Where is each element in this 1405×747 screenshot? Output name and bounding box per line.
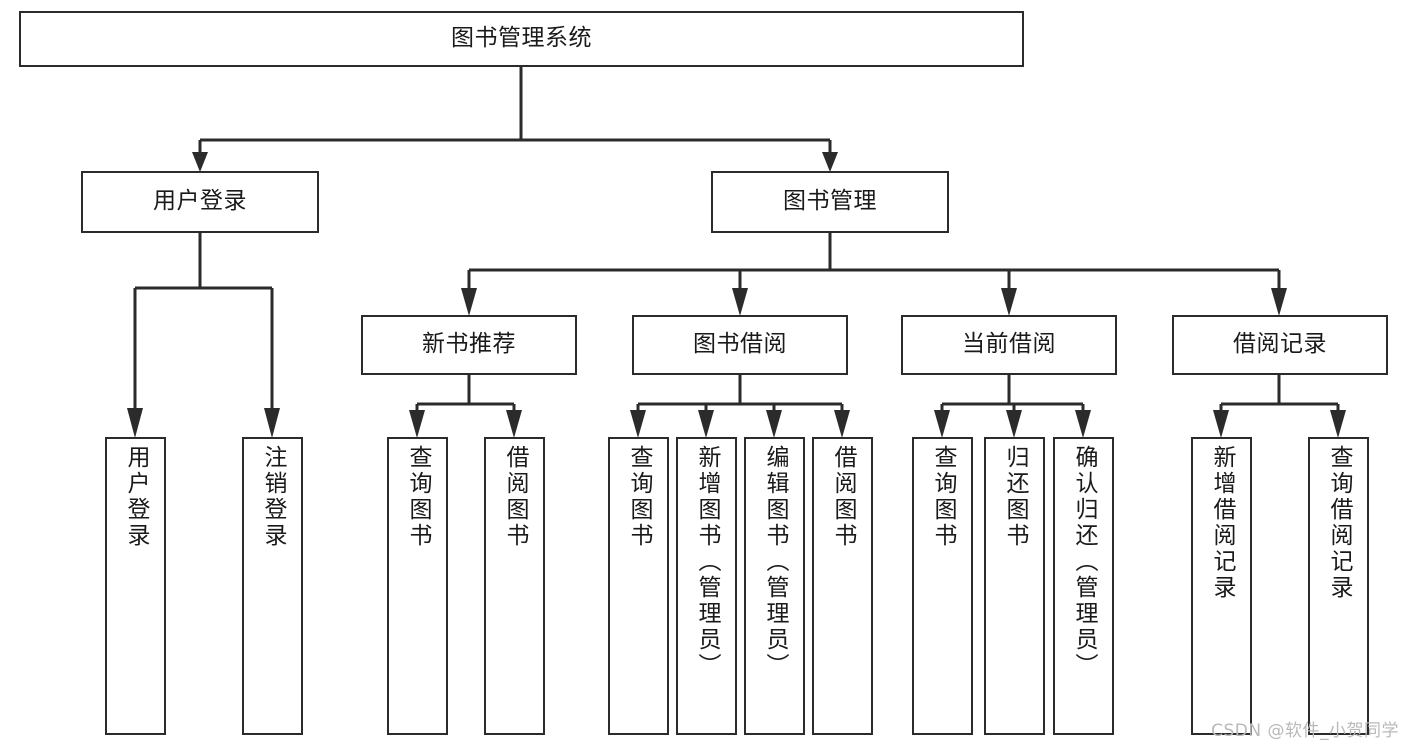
node-label: 查询借阅记录: [1326, 445, 1352, 601]
node-records-add-record[interactable]: 新增借阅记录: [1191, 437, 1252, 735]
node-label: 注销登录: [260, 445, 286, 549]
arrowhead-currentborrow: [1001, 288, 1017, 316]
arrowhead-borrowrecords: [1271, 288, 1287, 316]
arrowhead-br-add: [1213, 410, 1229, 438]
arrowhead-logout-leaf: [264, 408, 280, 438]
node-label: 编辑图书（管理员）: [762, 445, 788, 679]
arrowhead-cb-return: [1006, 410, 1022, 438]
node-user-login[interactable]: 用户登录: [81, 171, 319, 233]
node-records-query-record[interactable]: 查询借阅记录: [1308, 437, 1369, 735]
node-recommend-query-book[interactable]: 查询图书: [387, 437, 448, 735]
arrowhead-bb-edit: [766, 410, 782, 438]
node-label: 借阅图书: [502, 445, 528, 549]
arrowhead-bb-borrow: [834, 410, 850, 438]
node-user-login-action[interactable]: 用户登录: [105, 437, 166, 735]
node-label: 新增借阅记录: [1209, 445, 1235, 601]
node-label: 当前借阅: [962, 331, 1056, 358]
arrowhead-user-login: [192, 152, 208, 172]
node-book-borrow[interactable]: 图书借阅: [632, 315, 848, 375]
node-current-return-book[interactable]: 归还图书: [984, 437, 1045, 735]
node-label: 确认归还（管理员）: [1071, 445, 1097, 679]
arrowhead-login-leaf: [127, 408, 143, 438]
arrowhead-cb-confirm: [1075, 410, 1091, 438]
arrowhead-bb-query: [630, 410, 646, 438]
node-label: 图书借阅: [693, 331, 787, 358]
node-label: 归还图书: [1002, 445, 1028, 549]
arrowhead-bookborrow: [732, 288, 748, 316]
arrowhead-bb-add: [698, 410, 714, 438]
node-current-borrow[interactable]: 当前借阅: [901, 315, 1117, 375]
node-book-management-system[interactable]: 图书管理系统: [19, 11, 1024, 67]
node-borrow-records[interactable]: 借阅记录: [1172, 315, 1388, 375]
node-label: 查询图书: [405, 445, 431, 549]
node-borrow-borrow-book[interactable]: 借阅图书: [812, 437, 873, 735]
node-recommend-borrow-book[interactable]: 借阅图书: [484, 437, 545, 735]
node-label: 借阅图书: [830, 445, 856, 549]
node-label: 用户登录: [123, 445, 149, 549]
node-label: 查询图书: [930, 445, 956, 549]
watermark-text: CSDN @软件_小贺同学: [1211, 721, 1399, 741]
node-label: 查询图书: [626, 445, 652, 549]
node-book-management[interactable]: 图书管理: [711, 171, 949, 233]
node-label: 新书推荐: [422, 331, 516, 358]
arrowhead-cb-query: [934, 410, 950, 438]
arrowhead-rec-query: [409, 410, 425, 438]
node-label: 借阅记录: [1233, 331, 1327, 358]
node-label: 新增图书（管理员）: [694, 445, 720, 679]
arrowhead-recommend: [461, 288, 477, 316]
arrowhead-br-query: [1330, 410, 1346, 438]
arrowhead-book-management: [822, 152, 838, 172]
node-label: 图书管理系统: [451, 25, 592, 52]
node-new-book-recommend[interactable]: 新书推荐: [361, 315, 577, 375]
arrowhead-rec-borrow: [506, 410, 522, 438]
node-label: 用户登录: [153, 188, 247, 215]
node-current-query-book[interactable]: 查询图书: [912, 437, 973, 735]
node-label: 图书管理: [783, 188, 877, 215]
node-borrow-query-book[interactable]: 查询图书: [608, 437, 669, 735]
node-borrow-add-book[interactable]: 新增图书（管理员）: [676, 437, 737, 735]
node-borrow-edit-book[interactable]: 编辑图书（管理员）: [744, 437, 805, 735]
node-current-confirm-return[interactable]: 确认归还（管理员）: [1053, 437, 1114, 735]
arrowheads: [127, 152, 1346, 438]
node-user-logout-action[interactable]: 注销登录: [242, 437, 303, 735]
